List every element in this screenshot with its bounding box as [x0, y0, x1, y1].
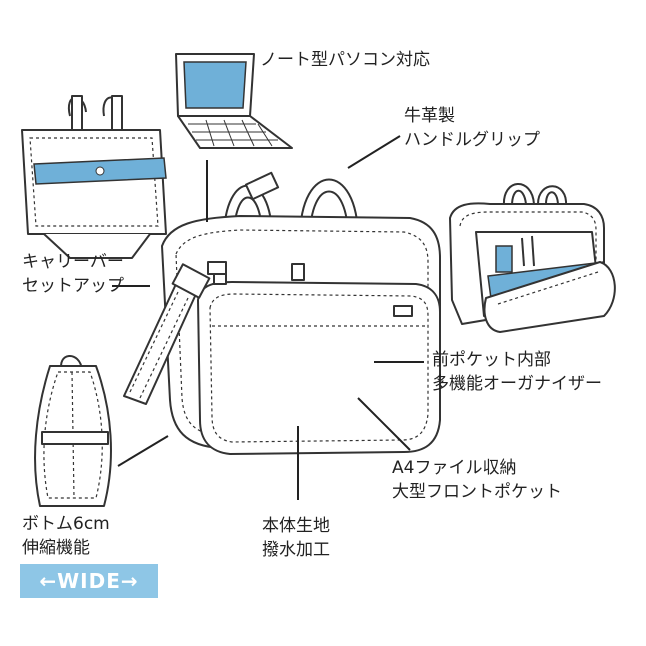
leader-lines — [112, 135, 424, 500]
main-bag-illustration — [123, 171, 441, 455]
a4-pocket-line1: A4ファイル収納 — [392, 458, 517, 478]
handle-grip-line1: 牛革製 — [404, 106, 455, 126]
organizer-label: 前ポケット内部 多機能オーガナイザー — [432, 348, 602, 396]
handle-grip-label: 牛革製 ハンドルグリップ — [404, 104, 540, 152]
laptop-compatible-label: ノート型パソコン対応 — [260, 50, 430, 70]
handle-grip-line2: ハンドルグリップ — [404, 130, 540, 150]
a4-pocket-line2: 大型フロントポケット — [392, 482, 562, 502]
laptop-illustration — [175, 53, 293, 149]
side-bag-illustration — [34, 355, 112, 507]
carry-bar-label: キャリーバー セットアップ — [22, 250, 124, 298]
open-bag-illustration — [449, 183, 616, 333]
bottom-expand-label: ボトム6cm 伸縮機能 — [22, 512, 110, 560]
body-fabric-line1: 本体生地 — [262, 516, 330, 536]
organizer-line1: 前ポケット内部 — [432, 350, 551, 370]
bottom-expand-line1: ボトム6cm — [22, 514, 110, 534]
body-fabric-label: 本体生地 撥水加工 — [262, 514, 330, 562]
a4-pocket-label: A4ファイル収納 大型フロントポケット — [392, 456, 562, 504]
wide-badge: ←WIDE→ — [20, 564, 158, 598]
body-fabric-line2: 撥水加工 — [262, 540, 330, 560]
organizer-line2: 多機能オーガナイザー — [432, 374, 602, 394]
carry-bar-line1: キャリーバー — [22, 252, 124, 272]
carry-bar-bag-illustration — [21, 95, 167, 259]
bottom-expand-line2: 伸縮機能 — [22, 538, 90, 558]
carry-bar-line2: セットアップ — [22, 276, 124, 296]
